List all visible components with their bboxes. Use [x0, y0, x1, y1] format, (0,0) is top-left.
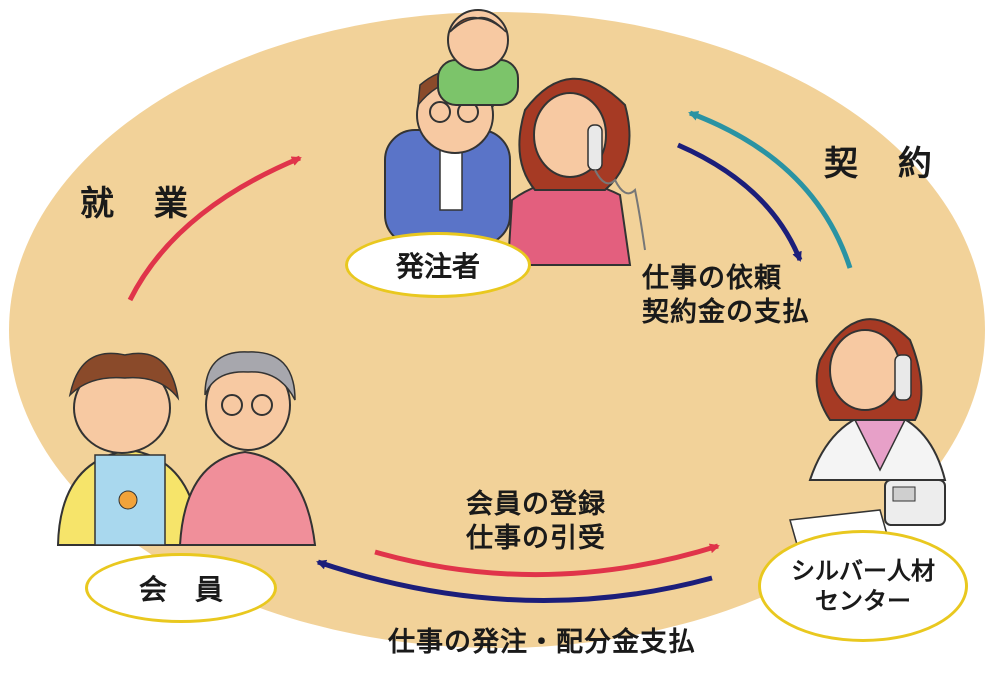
- client-family-illustration: [384, 9, 646, 266]
- label-shugyo: 就 業: [80, 184, 202, 224]
- label-register-line1: 会員の登録: [466, 489, 606, 520]
- label-order-payment: 仕事の発注・配分金支払: [388, 627, 696, 658]
- node-client: 発注者: [345, 232, 531, 298]
- arrow-request: [677, 142, 803, 262]
- label-request-line1: 仕事の依頼: [642, 263, 782, 294]
- node-center-line1: シルバー人材: [791, 557, 935, 585]
- members-illustration: [56, 351, 317, 546]
- node-center-line2: センター: [815, 587, 911, 615]
- node-center: シルバー人材 センター: [758, 530, 968, 642]
- arrow-order-payment: [316, 559, 713, 604]
- center-operator-illustration: [789, 318, 947, 556]
- arrow-keiyaku: [688, 110, 853, 269]
- arrow-register: [374, 543, 720, 578]
- label-keiyaku: 契 約: [824, 144, 946, 184]
- label-register-line2: 仕事の引受: [466, 523, 606, 554]
- arrow-shugyo: [127, 155, 302, 302]
- node-client-label: 発注者: [395, 250, 480, 283]
- label-request-line2: 契約金の支払: [642, 297, 810, 328]
- node-member-label: 会 員: [138, 573, 223, 606]
- node-member: 会 員: [85, 553, 277, 623]
